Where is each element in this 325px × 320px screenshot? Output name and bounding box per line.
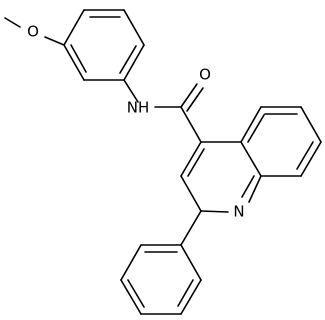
quinoline-pyridine-ring [180, 141, 262, 213]
quinoline-benzo-ring [240, 106, 322, 177]
amide-nh-label: NH [127, 99, 150, 117]
phenyl-ring [120, 210, 202, 315]
methoxyphenyl-ring [63, 9, 145, 81]
methoxy-group [4, 17, 65, 46]
atom-labels: O O NH N [27, 23, 245, 221]
amide-linkage [123, 79, 204, 143]
methoxy-oxygen-label: O [27, 23, 39, 41]
ring-nitrogen-label: N [233, 203, 244, 221]
carbonyl-oxygen-label: O [199, 66, 211, 84]
